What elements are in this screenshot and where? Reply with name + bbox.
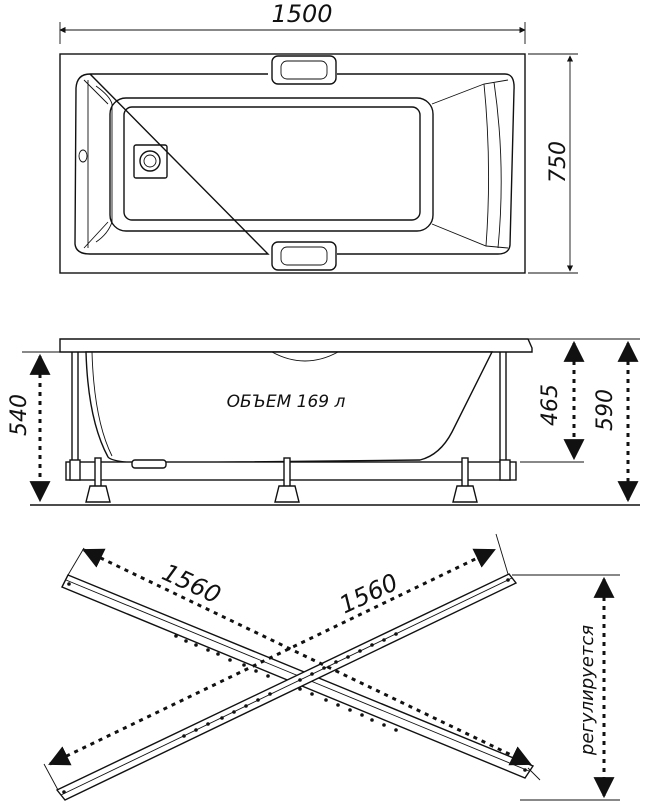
dimension-590-label: 590: [593, 389, 618, 431]
frame-rail: [65, 461, 517, 481]
tub-bottom-inner: [123, 106, 421, 221]
handle-top-icon: [271, 55, 337, 85]
dimension-465-label: 465: [538, 384, 563, 426]
side-view: ОБЪЕМ 169 л 540 465: [7, 338, 640, 506]
right-slope-outline: [431, 79, 509, 249]
bowl-inner-edge: [91, 351, 113, 457]
side-bowl: [85, 351, 494, 464]
foot-icon-left: [85, 457, 111, 503]
dimension-540-label: 540: [7, 394, 32, 436]
diag-b-ext-bottom: [43, 763, 59, 791]
right-end-leg: [499, 459, 511, 481]
drain-fitting: [131, 459, 167, 469]
overflow-icon: [78, 149, 88, 163]
diag-b-dimension-line: [48, 548, 496, 766]
side-rim: [59, 338, 533, 353]
handle-bottom-icon: [271, 241, 337, 271]
left-slope-outline: [83, 79, 113, 249]
length-label: 1500: [271, 0, 332, 28]
tub-bottom-outer: [109, 97, 434, 232]
frame-view: 1560 1560 регулируется: [43, 533, 620, 801]
drain-icon: [133, 144, 168, 179]
left-end-leg: [69, 459, 81, 481]
width-label: 750: [546, 141, 571, 183]
tub-rim-outline: [59, 53, 526, 274]
left-post: [71, 352, 79, 462]
diag-a-dimension-line: [82, 548, 532, 766]
handle-side-outline: [271, 351, 339, 362]
diag-a-ext-bottom: [527, 767, 541, 781]
top-view: 1500 750: [59, 0, 578, 274]
diag-a-ext-top: [67, 547, 85, 576]
foot-icon-middle: [274, 457, 300, 503]
right-post: [499, 352, 507, 462]
volume-label: ОБЪЕМ 169 л: [227, 392, 346, 412]
tub-bowl-outline: [74, 73, 515, 255]
adjust-label: регулируется: [577, 625, 598, 756]
foot-icon-right: [452, 457, 478, 503]
diag-b-ext-top: [495, 533, 509, 575]
